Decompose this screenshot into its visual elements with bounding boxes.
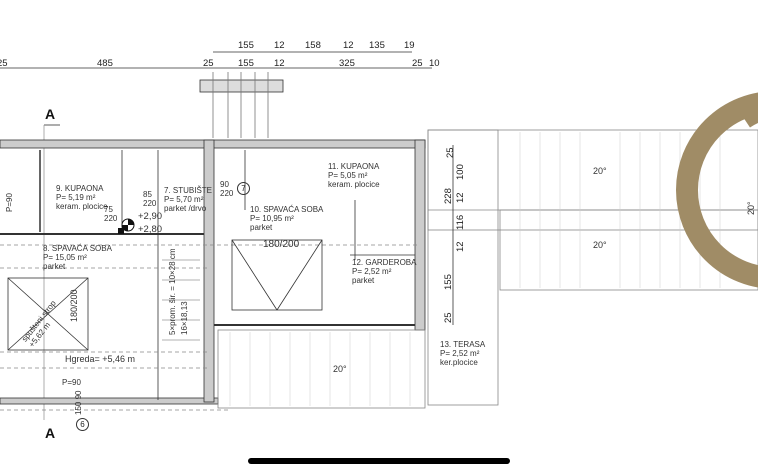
dim: 155 — [238, 58, 254, 69]
section-marker-bottom: A — [45, 425, 56, 441]
grid-marker: 6 — [76, 418, 89, 431]
bed-size: 180/200 — [69, 289, 79, 322]
dim: 19 — [404, 40, 415, 51]
stairs-note: 16×18,13 — [180, 301, 189, 335]
dim: 12 — [274, 58, 285, 69]
roof-slope: 20° — [593, 166, 607, 176]
grid-marker: 7 — [237, 182, 250, 195]
dim: 158 — [305, 40, 321, 51]
dim: 25 — [0, 58, 8, 69]
dim: 228 — [443, 188, 454, 204]
dim: 485 — [97, 58, 113, 69]
dim: 25 — [412, 58, 423, 69]
dim: 116 — [455, 214, 466, 230]
section-marker-top: A — [45, 106, 56, 122]
roof-hatching — [229, 132, 721, 406]
roof-slope: 20° — [333, 364, 347, 374]
dim: 25 — [203, 58, 214, 69]
home-indicator[interactable] — [248, 458, 510, 464]
window-dims: 150 90 — [74, 390, 83, 415]
dim: 25 — [445, 147, 456, 158]
roof-slope: 20° — [746, 201, 756, 215]
dim: 12 — [343, 40, 354, 51]
level-lower: +2,80 — [138, 224, 163, 235]
beam-height-note: Hgreda= +5,46 m — [65, 354, 136, 364]
dim: 155 — [238, 40, 254, 51]
window-label: P=90 — [5, 193, 14, 212]
brand-logo-ring — [676, 92, 758, 288]
level-upper: +2,90 — [138, 211, 163, 222]
dim: 155 — [443, 274, 454, 290]
brand-logo-glyph — [740, 104, 758, 128]
roof-slope: 20° — [593, 240, 607, 250]
dim: 135 — [369, 40, 385, 51]
stairs-note: 5×prom. šir. = 10×28 cm — [168, 248, 177, 336]
dim: 25 — [443, 312, 454, 323]
dim: 100 — [455, 164, 466, 180]
bed-size: 180/200 — [263, 239, 300, 250]
dim: 10 — [429, 58, 440, 69]
dim: 12 — [274, 40, 285, 51]
dim: 325 — [339, 58, 355, 69]
dim: 12 — [455, 241, 466, 252]
window-label: P=90 — [62, 378, 81, 387]
dim: 12 — [455, 192, 466, 203]
